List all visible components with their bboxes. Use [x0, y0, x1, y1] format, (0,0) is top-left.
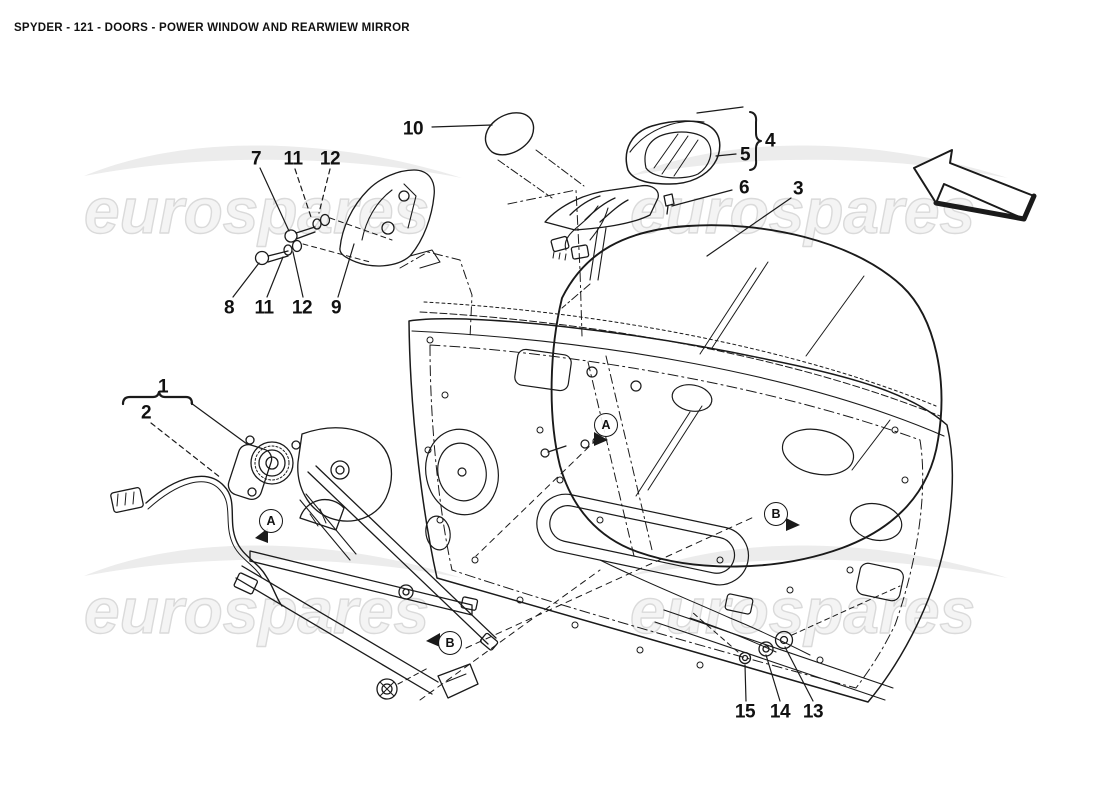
- callout-1: 1: [157, 376, 169, 398]
- callout-7: 7: [250, 148, 262, 170]
- leader-lines: [121, 106, 814, 702]
- direction-arrow-icon: [913, 149, 1037, 222]
- callout-11b: 11: [254, 297, 274, 319]
- callout-12: 12: [319, 148, 341, 170]
- watermark-text: eurospares: [630, 575, 975, 647]
- callout-11: 11: [283, 148, 303, 170]
- watermark-text: eurospares: [84, 175, 429, 247]
- callout-3: 3: [792, 178, 804, 200]
- callout-5: 5: [739, 144, 751, 166]
- callout-9: 9: [330, 297, 342, 319]
- callout-12b: 12: [291, 297, 313, 319]
- door-inner-panel-cutouts: [424, 336, 909, 701]
- callout-14: 14: [769, 701, 791, 723]
- callout-6: 6: [738, 177, 750, 199]
- window-regulator: [110, 427, 499, 700]
- door-shell: [408, 301, 953, 703]
- callout-10: 10: [402, 118, 424, 140]
- view-marker-b-door: B: [764, 502, 788, 526]
- view-marker-b-regulator: B: [438, 631, 462, 655]
- window-glass: [550, 224, 943, 568]
- callout-2: 2: [140, 402, 152, 424]
- callout-4: 4: [764, 130, 776, 152]
- assembly-reference-lines: [419, 438, 757, 701]
- callout-8: 8: [223, 297, 235, 319]
- watermark-text: eurospares: [84, 575, 429, 647]
- view-marker-a-regulator: A: [259, 509, 283, 533]
- view-marker-a-door: A: [594, 413, 618, 437]
- page-title: SPYDER - 121 - DOORS - POWER WINDOW AND …: [14, 22, 410, 34]
- callout-15: 15: [734, 701, 756, 723]
- callout-13: 13: [802, 701, 824, 723]
- mirror-gasket: [484, 112, 585, 199]
- watermark-text: eurospares: [630, 175, 975, 247]
- marker-arrowheads: [255, 432, 800, 647]
- eurospares-watermark: eurospares eurospares eurospares eurospa…: [83, 145, 1008, 648]
- mirror-mount-bracket: [254, 169, 583, 339]
